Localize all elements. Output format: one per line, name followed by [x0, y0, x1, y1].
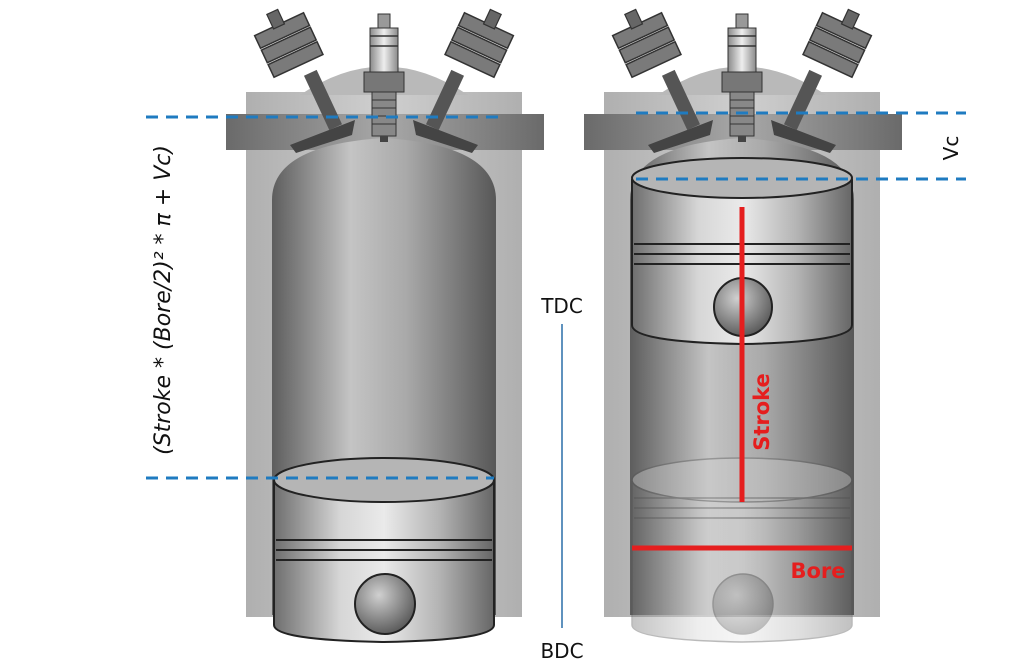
left-exhaust-valve — [413, 8, 515, 153]
right-exhaust-valve — [771, 8, 873, 153]
left-intake-valve — [253, 8, 355, 153]
left-engine — [226, 8, 544, 644]
left-spark-plug — [363, 13, 405, 142]
volume-formula-label: (Stroke * (Bore/2)² * π + Vc) — [151, 145, 176, 455]
tdc-label: TDC — [540, 294, 583, 318]
bore-label: Bore — [790, 559, 845, 583]
right-spark-plug — [721, 13, 763, 142]
bdc-label: BDC — [540, 639, 583, 663]
stroke-label: Stroke — [750, 373, 774, 451]
right-ghost-piston-bdc — [631, 457, 853, 643]
left-piston-pin — [354, 573, 416, 635]
left-piston — [273, 457, 495, 644]
vc-label: Vc — [939, 136, 963, 161]
right-intake-valve — [611, 8, 713, 153]
